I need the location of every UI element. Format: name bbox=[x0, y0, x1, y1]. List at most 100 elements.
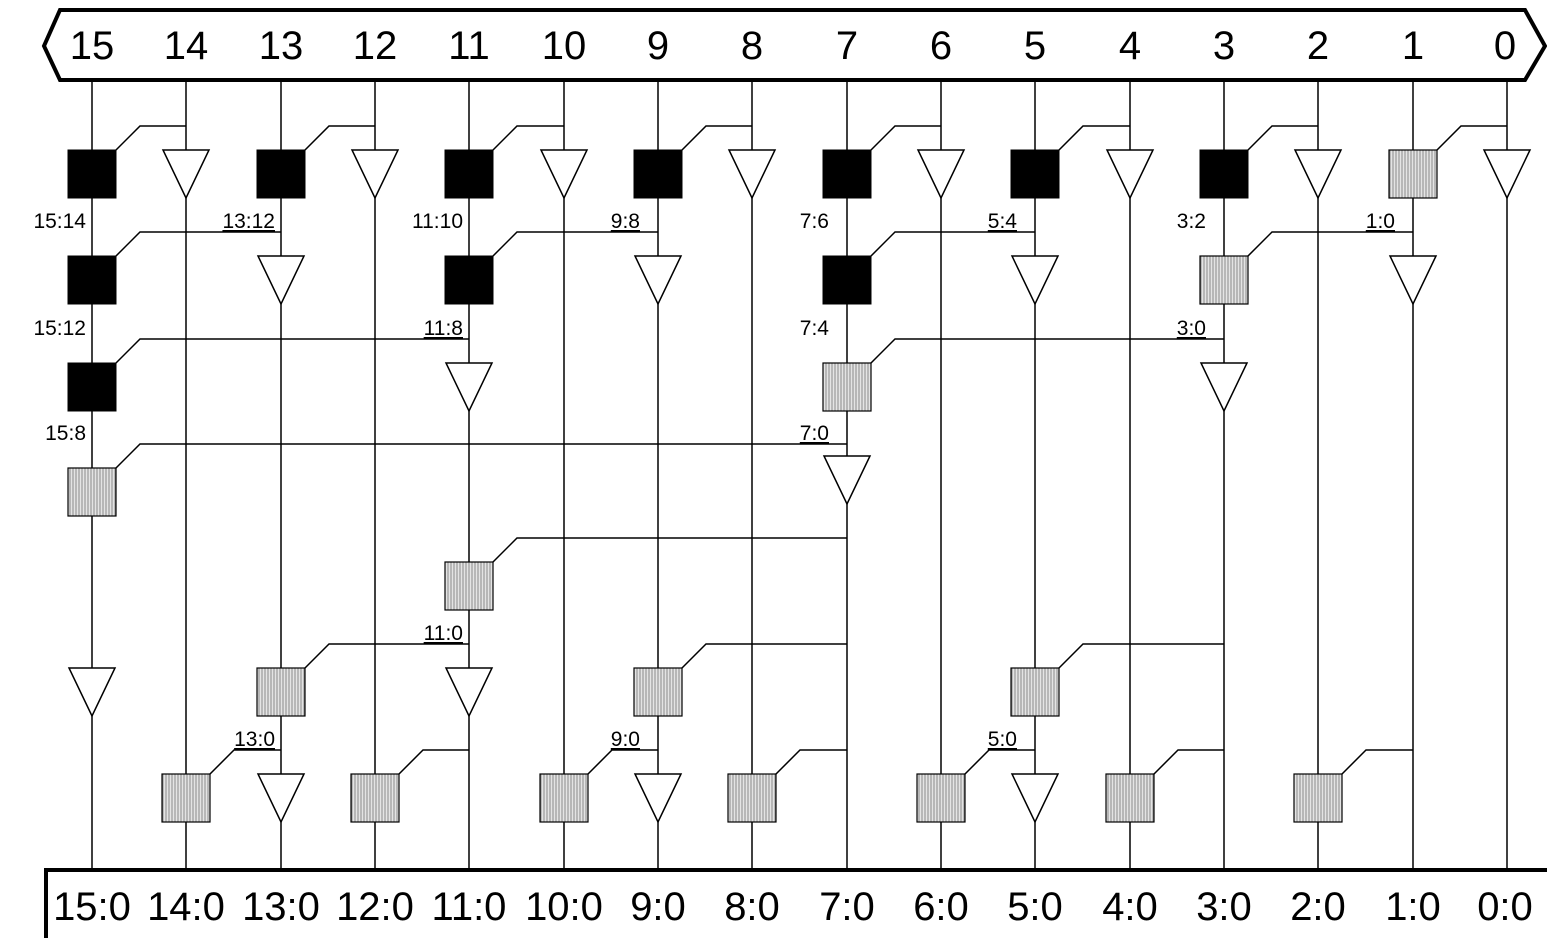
input-bit-label: 15 bbox=[70, 24, 115, 68]
buffer-triangle bbox=[161, 149, 211, 200]
gray-cell bbox=[1199, 255, 1249, 305]
black-cell bbox=[444, 255, 494, 305]
gray-cell bbox=[1105, 773, 1155, 823]
input-bit-label: 9 bbox=[647, 24, 669, 68]
group-label: 13:12 bbox=[222, 210, 275, 233]
buffer-triangle bbox=[1010, 255, 1060, 306]
input-bit-label: 10 bbox=[542, 24, 587, 68]
wire-l2-7 bbox=[870, 231, 1035, 257]
group-label: 3:0 bbox=[1177, 317, 1206, 340]
group-label: 13:0 bbox=[234, 728, 275, 751]
output-label: 8:0 bbox=[724, 885, 780, 929]
column-wires bbox=[91, 80, 1508, 870]
buffer-triangle bbox=[256, 255, 306, 306]
black-cell bbox=[67, 255, 117, 305]
wire-l4-15 bbox=[115, 443, 847, 469]
connection-wires bbox=[115, 125, 1507, 775]
input-bit-label: 3 bbox=[1213, 24, 1235, 68]
group-labels: 15:14 13:12 11:10 9:8 7:6 5:4 3:2 1:0 15… bbox=[33, 210, 1395, 751]
wire-l5-11 bbox=[492, 537, 847, 563]
wire-l2-3 bbox=[1247, 231, 1413, 257]
buffer-triangle bbox=[1293, 149, 1343, 200]
gray-cell bbox=[350, 773, 400, 823]
buffer-triangle bbox=[539, 149, 589, 200]
output-label: 2:0 bbox=[1290, 885, 1346, 929]
black-cell bbox=[444, 149, 494, 199]
wire-l7-2 bbox=[1341, 749, 1413, 775]
wire-l6-9 bbox=[681, 643, 847, 669]
group-label: 15:8 bbox=[45, 422, 86, 445]
input-bit-label: 14 bbox=[164, 24, 209, 68]
wire-l2-11 bbox=[492, 231, 658, 257]
wire-l7-12 bbox=[398, 749, 469, 775]
group-label: 7:0 bbox=[800, 422, 829, 445]
wire-l3-7 bbox=[870, 338, 1224, 364]
black-cell bbox=[67, 362, 117, 412]
black-cell bbox=[633, 149, 683, 199]
output-label: 6:0 bbox=[913, 885, 969, 929]
black-cell bbox=[256, 149, 306, 199]
buffer-triangle bbox=[1388, 255, 1438, 306]
group-label: 11:8 bbox=[424, 317, 463, 340]
output-label: 13:0 bbox=[242, 885, 320, 929]
black-cell bbox=[1010, 149, 1060, 199]
gray-cell bbox=[727, 773, 777, 823]
group-label: 7:6 bbox=[800, 210, 829, 233]
input-bit-label: 13 bbox=[259, 24, 304, 68]
output-label: 7:0 bbox=[819, 885, 875, 929]
output-label: 9:0 bbox=[630, 885, 686, 929]
buffer-triangle bbox=[444, 667, 494, 718]
group-label: 11:10 bbox=[412, 210, 463, 233]
input-bit-label: 0 bbox=[1494, 24, 1516, 68]
wire-l7-6 bbox=[964, 749, 1035, 775]
wire-l1-3 bbox=[1247, 125, 1318, 151]
group-label: 9:0 bbox=[611, 728, 640, 751]
input-bit-label: 8 bbox=[741, 24, 763, 68]
black-cells bbox=[67, 149, 1249, 412]
gray-cell bbox=[1293, 773, 1343, 823]
wire-l1-5 bbox=[1058, 125, 1130, 151]
gray-cell bbox=[256, 667, 306, 717]
buffers bbox=[67, 149, 1532, 824]
wire-l1-13 bbox=[304, 125, 375, 151]
output-label: 12:0 bbox=[336, 885, 414, 929]
input-bit-label: 5 bbox=[1024, 24, 1046, 68]
gray-cells bbox=[67, 149, 1438, 823]
wire-l7-8 bbox=[775, 749, 847, 775]
wire-l6-13 bbox=[304, 643, 469, 669]
wire-l6-5 bbox=[1058, 643, 1224, 669]
group-label: 1:0 bbox=[1366, 210, 1395, 233]
wire-l7-14 bbox=[209, 749, 281, 775]
input-bit-label: 6 bbox=[930, 24, 952, 68]
output-label: 11:0 bbox=[432, 885, 507, 929]
output-labels: 15:0 14:0 13:0 12:0 11:0 10:0 9:0 8:0 7:… bbox=[53, 885, 1533, 929]
group-label: 5:0 bbox=[988, 728, 1017, 751]
buffer-triangle bbox=[916, 149, 966, 200]
gray-cell bbox=[916, 773, 966, 823]
buffer-triangle bbox=[444, 362, 494, 413]
output-label: 14:0 bbox=[147, 885, 225, 929]
gray-cell bbox=[822, 362, 872, 412]
gray-cell bbox=[633, 667, 683, 717]
black-cell bbox=[822, 255, 872, 305]
gray-cell bbox=[1388, 149, 1438, 199]
group-label: 9:8 bbox=[611, 210, 640, 233]
input-bit-label: 11 bbox=[448, 24, 490, 68]
input-bit-label: 1 bbox=[1402, 24, 1424, 68]
input-bit-label: 4 bbox=[1119, 24, 1141, 68]
wire-l7-4 bbox=[1153, 749, 1224, 775]
gray-cell bbox=[1010, 667, 1060, 717]
wire-l1-9 bbox=[681, 125, 752, 151]
output-label: 5:0 bbox=[1007, 885, 1063, 929]
buffer-triangle bbox=[633, 773, 683, 824]
input-bit-label: 7 bbox=[836, 24, 858, 68]
group-label: 3:2 bbox=[1177, 210, 1206, 233]
buffer-triangle bbox=[1105, 149, 1155, 200]
input-bit-labels: 15 14 13 12 11 10 9 8 7 6 5 4 3 2 1 0 bbox=[70, 24, 1516, 68]
wire-l7-10 bbox=[587, 749, 658, 775]
buffer-triangle bbox=[256, 773, 306, 824]
buffer-triangle bbox=[67, 667, 117, 718]
wire-l1-1 bbox=[1436, 125, 1507, 151]
black-cell bbox=[1199, 149, 1249, 199]
